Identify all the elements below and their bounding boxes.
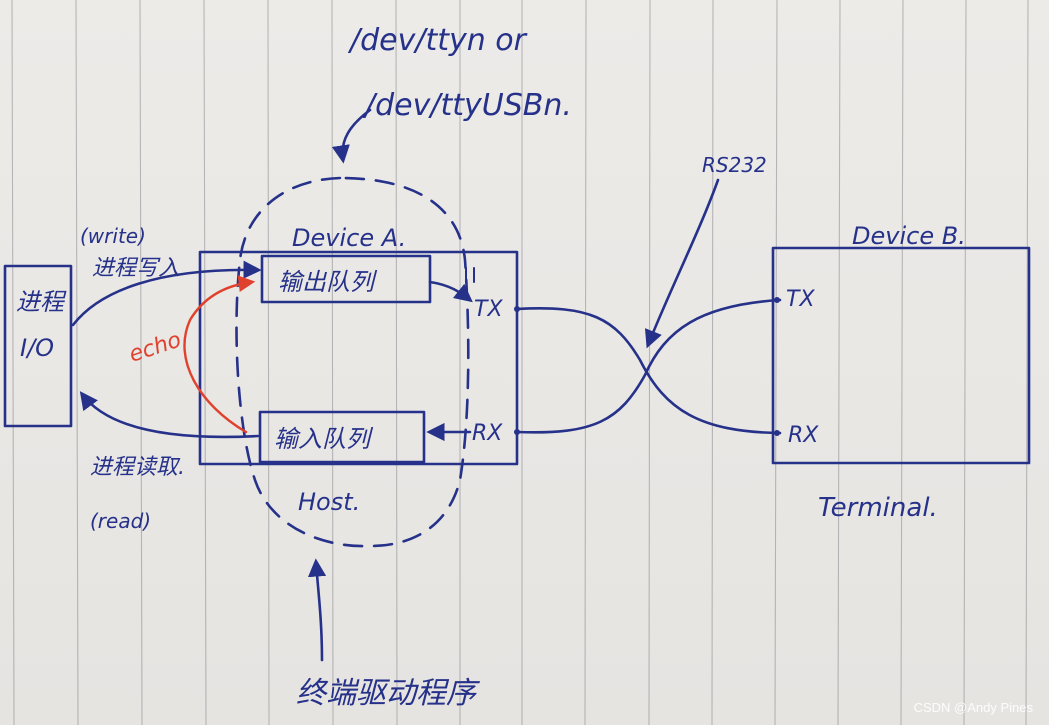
device-b-label: Device B. [852,222,966,250]
terminal-label: Terminal. [818,493,938,523]
input-queue-box [258,410,426,464]
rs232-label: RS232 [702,153,767,177]
write-paren-label: (write) [80,224,146,248]
process-read-label: 进程读取. [90,455,185,480]
write-arrow [71,260,262,327]
process-io-box [3,264,73,428]
output-queue-box [260,254,432,304]
read-arrow [79,391,260,439]
device-a-tx-label: TX [474,297,503,322]
echo-arrow [183,275,256,434]
input-queue-label: 输入队列 [274,425,374,453]
dev-path-arrow [331,108,372,164]
ruled-lines [11,0,1029,725]
output-to-tx-arrow [428,280,473,303]
driver-boundary-oval [235,176,470,548]
csdn-watermark: CSDN @Andy Pines [914,700,1034,715]
cable-tx-a-to-rx-b [515,307,782,435]
device-a-label: Device A. [292,224,406,252]
process-io-line1: 进程 [16,288,67,316]
echo-label: echo [126,328,184,368]
output-queue-label: 输出队列 [278,268,378,296]
device-a-rx-label: RX [472,421,503,446]
process-io-line2: I/O [20,334,54,362]
host-label: Host. [298,488,360,516]
read-paren-label: (read) [90,509,151,533]
device-b-rx-label: RX [788,423,819,448]
dev-path-line1: /dev/ttyn or [347,23,528,58]
dev-path-line2: /dev/ttyUSBn. [362,88,572,123]
device-b-tx-label: TX [786,287,815,312]
device-b-box [771,246,1031,465]
driver-label: 终端驱动程序 [296,676,480,711]
rs232-arrow [644,178,720,349]
driver-arrow [307,558,327,662]
cable-rx-a-to-tx-b [515,298,782,434]
device-a-box [198,250,519,466]
